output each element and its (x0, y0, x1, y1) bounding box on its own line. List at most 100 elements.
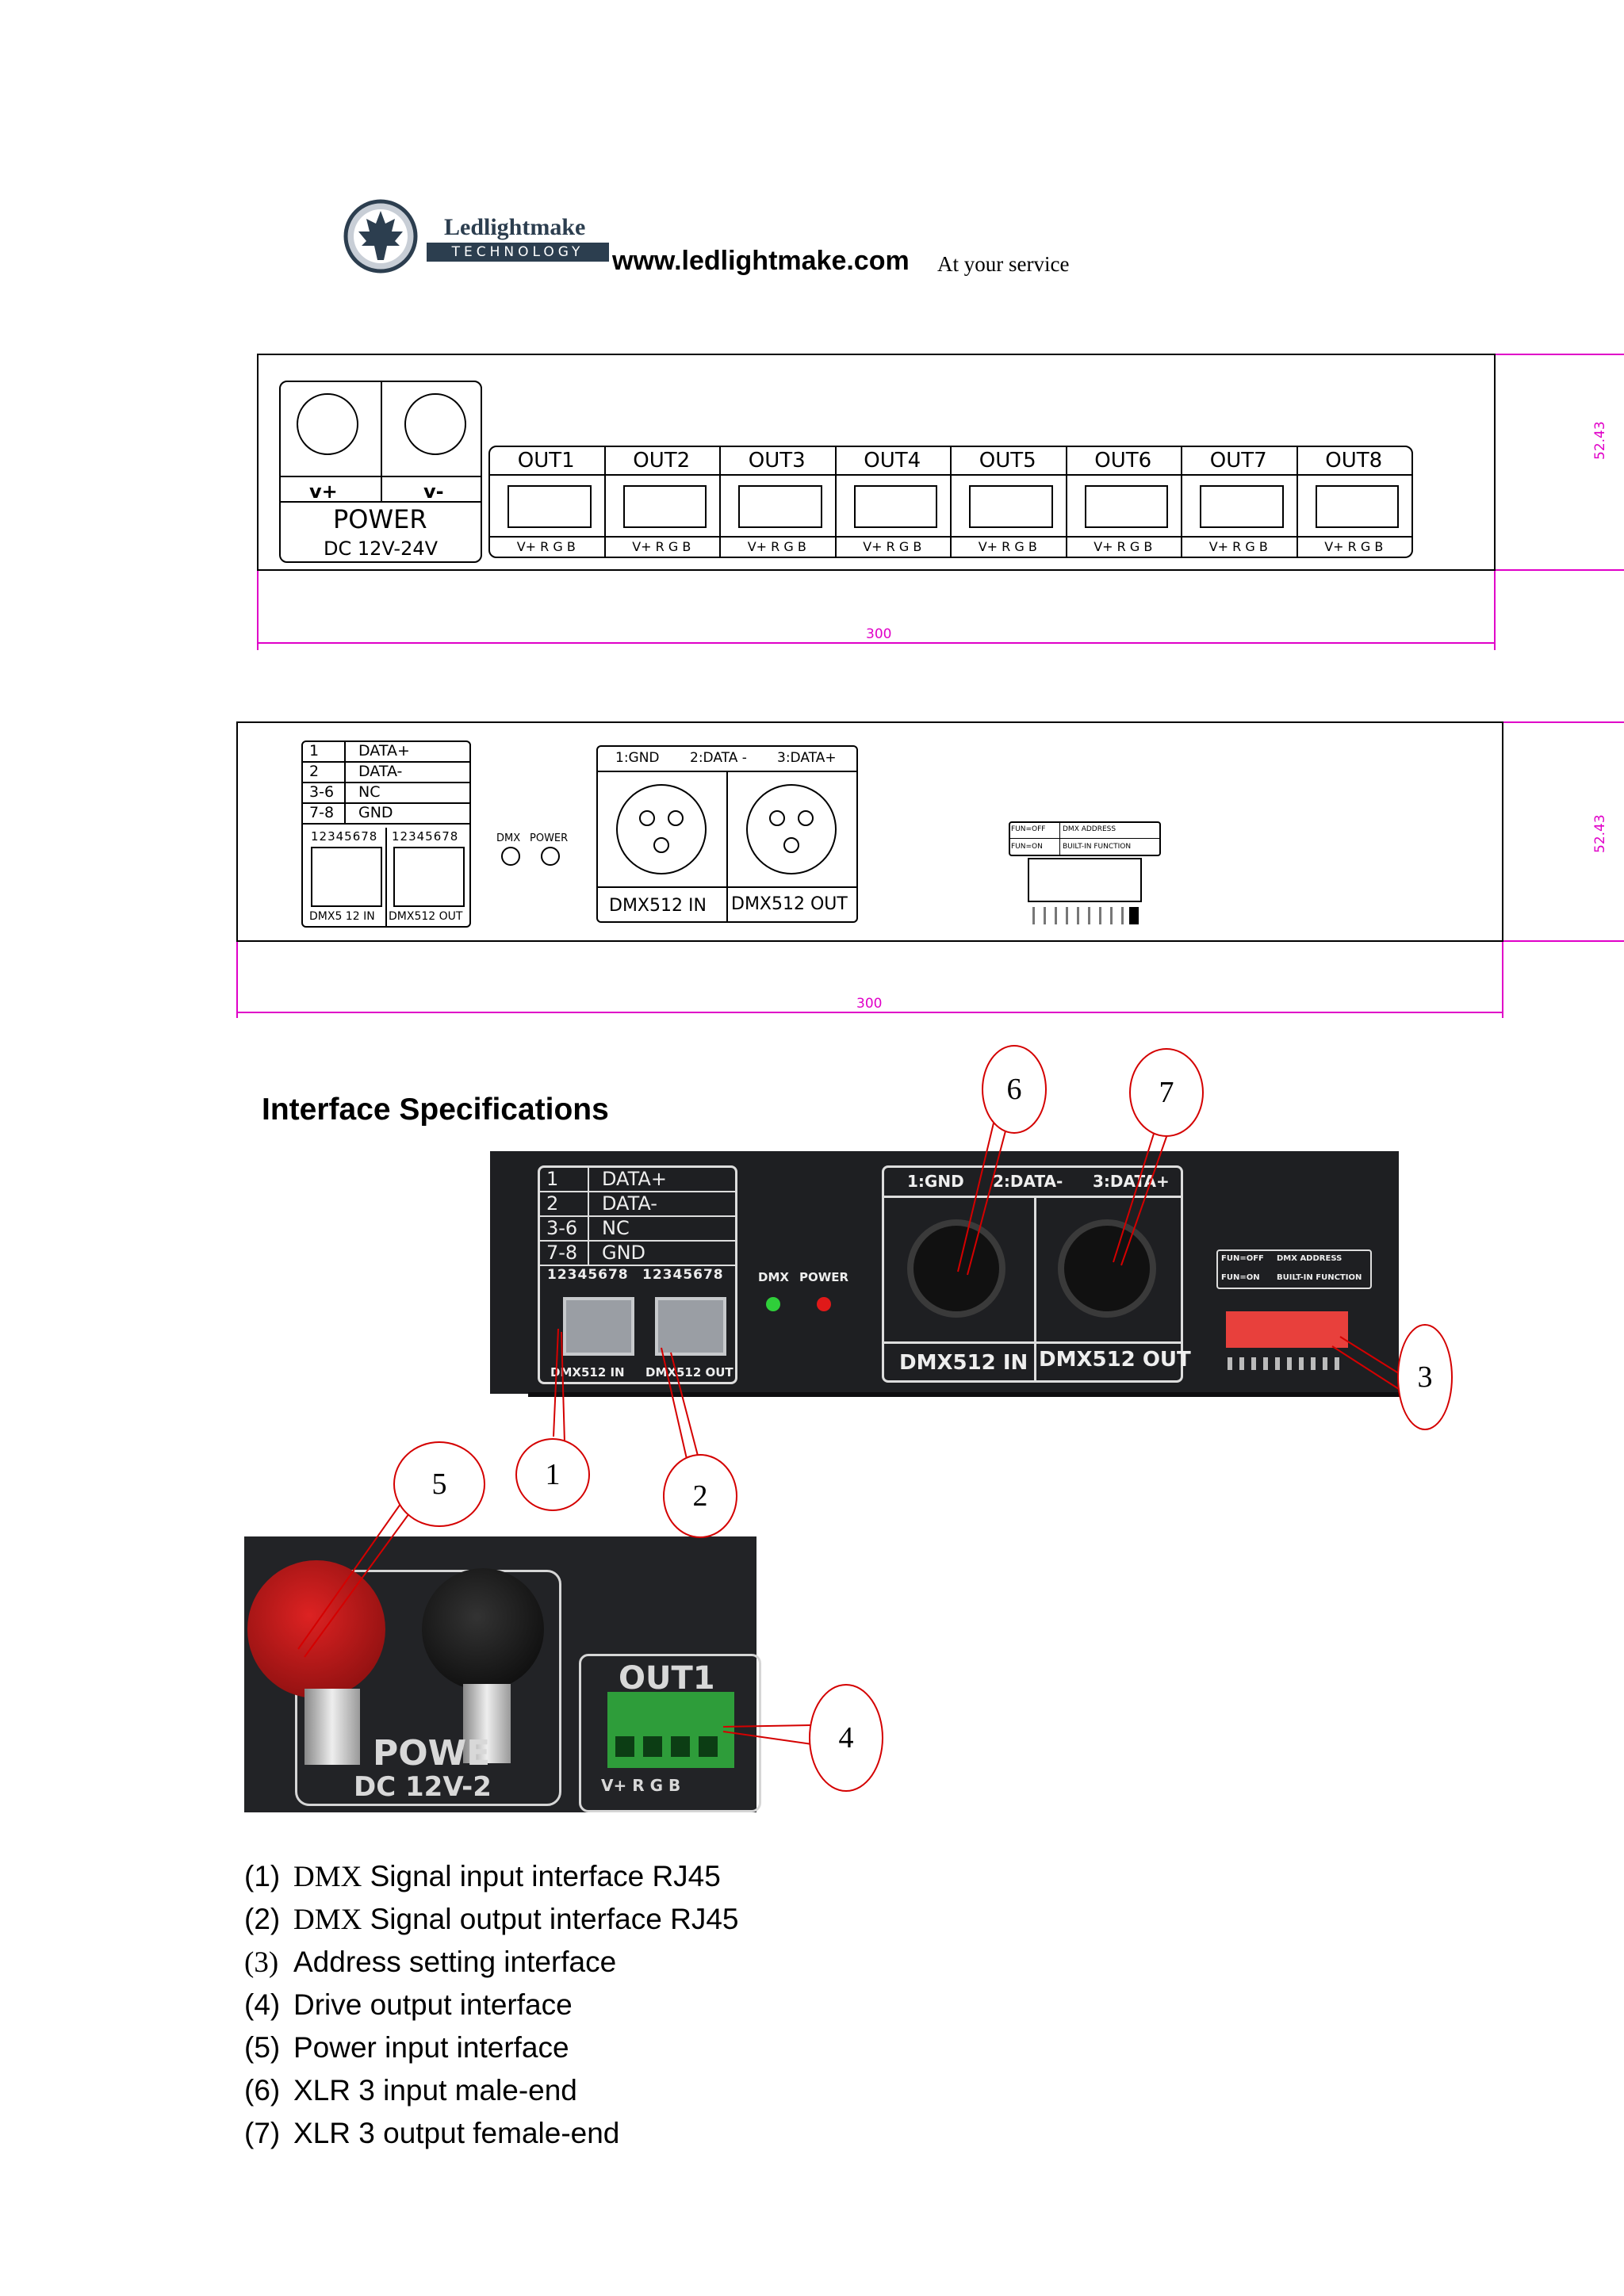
output-divider (1296, 474, 1411, 476)
output-terminal (508, 485, 592, 528)
dmx-led-label: DMX (496, 832, 521, 844)
photo-dip-legend (1216, 1249, 1372, 1289)
dip-builtin-function: BUILT-IN FUNCTION (1063, 843, 1132, 851)
callout-1: 1 (515, 1438, 590, 1511)
output-divider (834, 536, 950, 538)
photo-xlr-divider (1034, 1196, 1036, 1383)
photo-xlr-out-connector (1058, 1219, 1156, 1318)
photo-out-label: OUT1 (619, 1660, 715, 1697)
output-divider (834, 474, 950, 476)
pin-column-divider (588, 1217, 589, 1242)
photo-dip-dmx-address: DMX ADDRESS (1277, 1254, 1342, 1263)
photo-rj45-out-port (655, 1297, 726, 1356)
output-terminal (1200, 485, 1284, 528)
spec-item-number: (2) (244, 1903, 281, 1935)
power-led-label: POWER (530, 832, 569, 844)
power-divider (381, 381, 382, 503)
pin-column-divider (588, 1242, 589, 1266)
photo-out-frame (579, 1654, 761, 1812)
spec-item-text: Address setting interface (293, 1946, 617, 1978)
spec-item-dmx: DMX (293, 1861, 362, 1893)
photo-dip-fun-on: FUN=ON (1221, 1273, 1260, 1282)
tagline: At your service (937, 252, 1070, 276)
callout-7: 7 (1129, 1048, 1204, 1137)
rj45-pin-numbers: 12345678 (392, 829, 459, 844)
dip-dmx-address: DMX ADDRESS (1063, 825, 1116, 833)
output-terminal (738, 485, 822, 528)
photo-rj45-pins: 12345678 (642, 1267, 724, 1283)
output-label: OUT3 (748, 449, 806, 473)
output-divider (1181, 536, 1297, 538)
output-divider (950, 474, 1066, 476)
photo-xlr-pin1: 1:GND (907, 1172, 964, 1191)
power-led (541, 847, 560, 866)
photo-dip-fun-off: FUN=OFF (1221, 1254, 1264, 1263)
output-label: OUT2 (633, 449, 691, 473)
output-label: OUT8 (1325, 449, 1383, 473)
spec-item-text: Signal input interface RJ45 (362, 1860, 721, 1892)
spec-item-text: Signal output interface RJ45 (362, 1903, 739, 1935)
output-label: OUT4 (864, 449, 921, 473)
spec-item-number: (1) (244, 1860, 281, 1892)
output-terminal (1315, 485, 1399, 528)
spec-item-number: (5) (244, 2031, 281, 2064)
v-minus-label: v- (423, 480, 444, 503)
pin-row: 7-8 GND (303, 804, 469, 825)
callout-4: 4 (809, 1684, 883, 1792)
output-divider (950, 536, 1066, 538)
width-dimension: 300 (866, 626, 892, 642)
photo-dip-builtin: BUILT-IN FUNCTION (1277, 1273, 1362, 1282)
spec-item-number: (3) (244, 1946, 279, 1979)
photo-xlr-divider (882, 1341, 1183, 1344)
pin-number: 2 (309, 763, 320, 780)
xlr-in-label: DMX512 IN (609, 896, 707, 916)
spec-item-text: XLR 3 output female-end (293, 2117, 620, 2149)
width-dimension-line (257, 642, 1496, 644)
v-plus-label: v+ (309, 480, 338, 503)
voltage-label: DC 12V-24V (324, 538, 439, 560)
spec-item-text: Power input interface (293, 2031, 569, 2064)
spec-item: (7)XLR 3 output female-end (244, 2117, 619, 2150)
spec-item: (6)XLR 3 input male-end (244, 2074, 577, 2107)
output-pin-labels: V+ R G B (632, 539, 691, 554)
output-terminal (853, 485, 937, 528)
photo-dmx-led (766, 1297, 780, 1311)
dmx-led (501, 847, 520, 866)
output-divider (488, 474, 604, 476)
pin-signal: GND (358, 804, 393, 821)
output-divider (1181, 474, 1297, 476)
power-divider (279, 501, 482, 503)
photo-shadow (528, 1392, 1400, 1397)
dip-legend-divider (1059, 821, 1060, 856)
output-divider (1296, 536, 1411, 538)
back-panel-outline (236, 721, 1503, 942)
height-dimension-line (1496, 569, 1624, 571)
spec-item-text: Drive output interface (293, 1988, 573, 2021)
pin-signal: GND (602, 1242, 646, 1264)
pin-number: 2 (546, 1192, 559, 1215)
dip-position-marks (1032, 907, 1128, 924)
output-divider (488, 536, 604, 538)
dip-fun-off: FUN=OFF (1011, 825, 1046, 833)
power-terminal-plus (297, 393, 358, 455)
pin-column-divider (344, 763, 346, 783)
black-knob-post (463, 1684, 511, 1763)
output-divider (1065, 536, 1181, 538)
output-divider (603, 474, 719, 476)
height-dimension-line (1503, 940, 1624, 942)
website-url[interactable]: www.ledlightmake.com (612, 246, 910, 276)
xlr-divider (726, 771, 728, 923)
dip-position-marker (1129, 907, 1139, 924)
pin-number: 7-8 (309, 804, 335, 821)
photo-power-led (817, 1297, 831, 1311)
front-panel-outline (257, 354, 1496, 571)
spec-item: (2) DMX Signal output interface RJ45 (244, 1903, 738, 1937)
photo-xlr-frame (882, 1165, 1183, 1383)
spec-item-dmx: DMX (293, 1904, 362, 1936)
output-terminal (969, 485, 1053, 528)
output-divider (1065, 474, 1181, 476)
output-label: OUT6 (1094, 449, 1152, 473)
photo-pin-table-frame (538, 1165, 737, 1384)
